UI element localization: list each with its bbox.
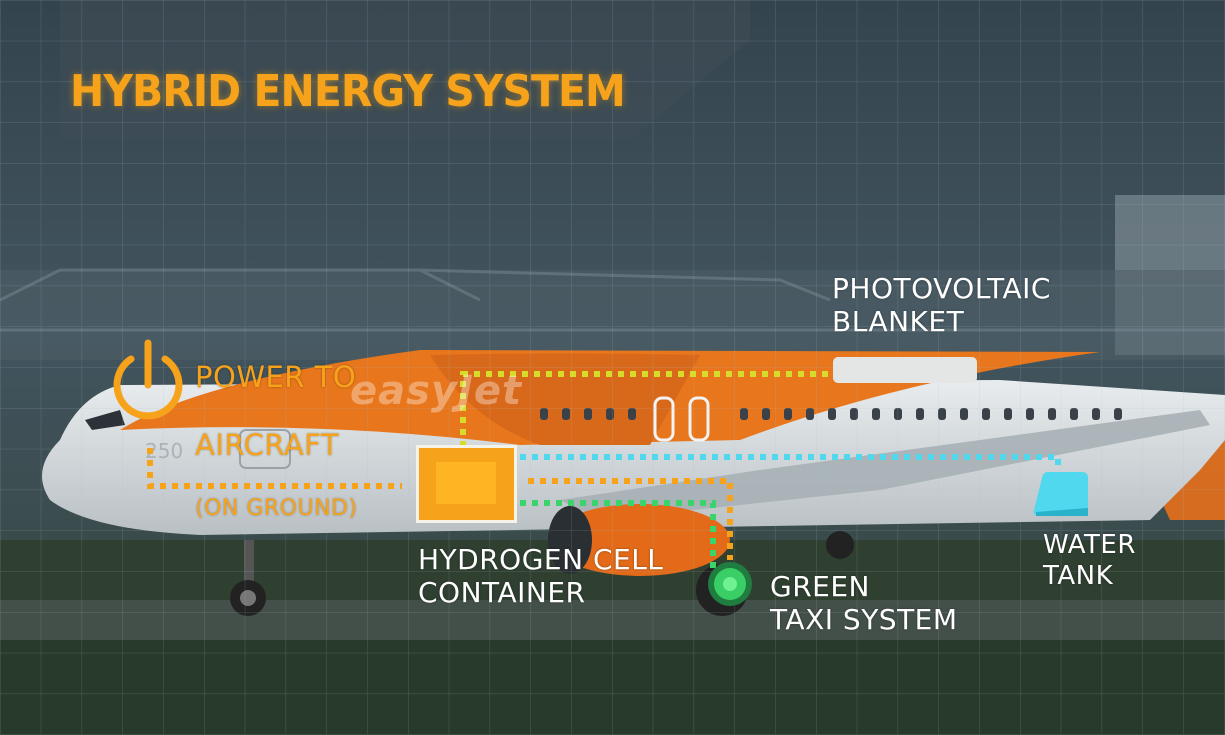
photovoltaic-blanket-icon [833,357,977,383]
green-taxi-dot-icon [708,562,752,606]
aircraft-brand-text: easyJet [350,368,523,414]
photovoltaic-label: PHOTOVOLTAIC BLANKET [832,272,1051,338]
power-line [147,448,402,489]
water-tank-icon [1033,472,1088,516]
hydrogen-orange-line [528,478,733,560]
power-icon [113,339,183,420]
power-label-line1: POWER TO [195,360,357,394]
green-taxi-line [520,500,716,568]
page-title: HYBRID ENERGY SYSTEM [70,66,626,117]
power-label: POWER TO AIRCRAFT (ON GROUND) [195,326,358,556]
hydrogen-cell-icon [416,445,517,523]
hydrogen-label: HYDROGEN CELL CONTAINER [418,543,664,609]
photovoltaic-line [460,371,828,445]
green-taxi-label: GREEN TAXI SYSTEM [770,570,958,636]
power-label-line2: AIRCRAFT [195,428,340,462]
connection-lines [147,371,1061,568]
power-label-line3: (ON GROUND) [195,496,358,521]
water-tank-label: WATER TANK [1043,530,1136,591]
